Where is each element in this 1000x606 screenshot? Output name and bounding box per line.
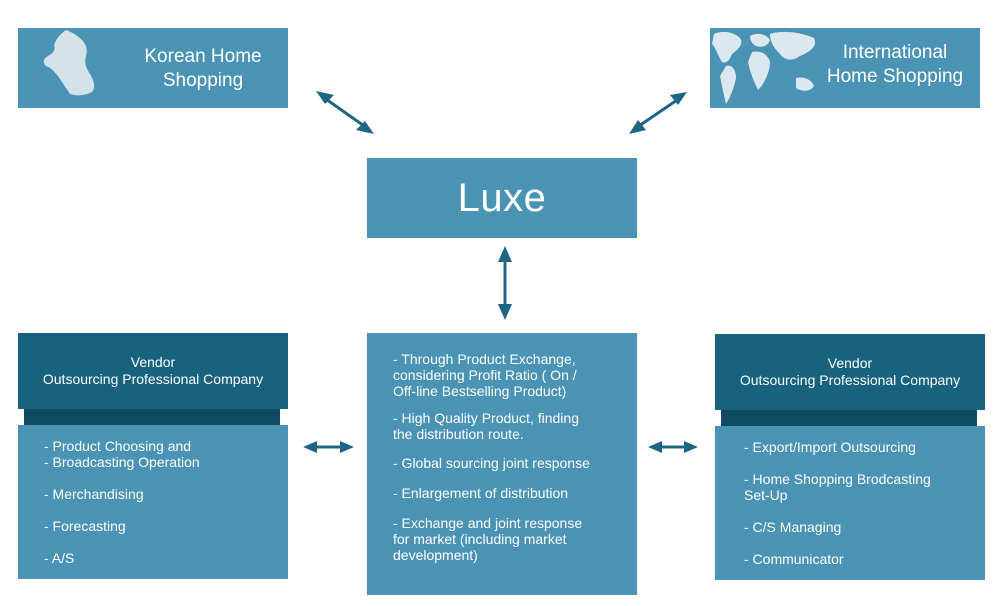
list-item: - Forecasting — [44, 518, 126, 534]
korean-home-shopping-label: Korean Home Shopping — [144, 46, 262, 91]
korean-home-shopping-box: Korean Home Shopping — [18, 28, 288, 108]
vendor-right-list: - Export/Import Outsourcing - Home Shopp… — [715, 426, 985, 580]
vendor-right-strip — [721, 410, 977, 426]
vendor-left-title: Vendor Outsourcing Professional Company — [42, 354, 264, 387]
list-item: - High Quality Product, finding the dist… — [393, 410, 579, 442]
luxe-label: Luxe — [457, 175, 547, 220]
center-right-arrow — [648, 441, 698, 453]
luxe-box: Luxe — [367, 158, 637, 238]
vendor-left-list: - Product Choosing and - Broadcasting Op… — [18, 425, 288, 579]
list-item: - Through Product Exchange, considering … — [393, 351, 577, 399]
vendor-left-strip — [24, 409, 280, 425]
luxe-center-arrow — [498, 246, 512, 320]
list-item: - Enlargement of distribution — [393, 485, 569, 501]
list-item: - C/S Managing — [744, 519, 842, 535]
vendor-left-header: Vendor Outsourcing Professional Company — [18, 333, 288, 409]
center-list: - Through Product Exchange, considering … — [367, 333, 637, 595]
intl-luxe-arrow — [629, 92, 687, 134]
international-home-shopping-label: International Home Shopping — [826, 42, 964, 87]
left-center-arrow — [303, 441, 354, 453]
list-item: - Product Choosing and - Broadcasting Op… — [44, 438, 200, 470]
vendor-right-header: Vendor Outsourcing Professional Company — [715, 334, 985, 410]
korea-map-icon — [43, 30, 95, 96]
vendor-right-title: Vendor Outsourcing Professional Company — [739, 355, 961, 388]
list-item: - A/S — [44, 550, 75, 566]
international-home-shopping-box: International Home Shopping — [710, 28, 980, 108]
list-item: - Merchandising — [44, 486, 144, 502]
list-item: - Exchange and joint response for market… — [393, 515, 583, 563]
list-item: - Home Shopping Brodcasting Set-Up — [744, 471, 931, 503]
list-item: - Global sourcing joint response — [393, 455, 590, 471]
korean-luxe-arrow — [316, 91, 374, 134]
list-item: - Communicator — [744, 551, 844, 567]
world-map-icon — [712, 31, 816, 104]
list-item: - Export/Import Outsourcing — [744, 439, 916, 455]
